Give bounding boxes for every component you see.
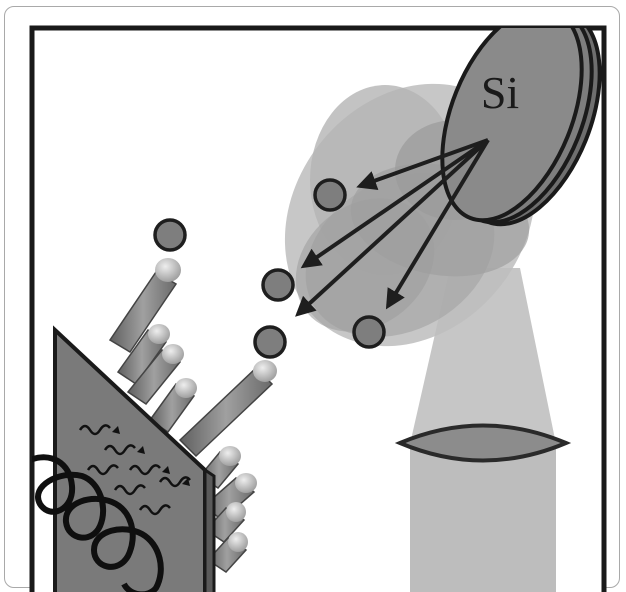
nanowire-tip <box>155 258 181 282</box>
nanowire-tip <box>175 378 197 398</box>
nanowire-tip <box>219 446 241 466</box>
nanowire-tip <box>148 324 170 344</box>
particle <box>354 317 384 347</box>
particle <box>315 180 345 210</box>
nanowire-tip <box>226 502 246 522</box>
target-label: Si <box>481 67 519 118</box>
nanowire-tip <box>162 344 184 364</box>
particle <box>255 327 285 357</box>
nanowire-tip <box>235 473 257 493</box>
nanowire-tip <box>228 532 248 552</box>
particle <box>263 270 293 300</box>
nanowire-tip <box>253 360 277 382</box>
particle <box>155 220 185 250</box>
